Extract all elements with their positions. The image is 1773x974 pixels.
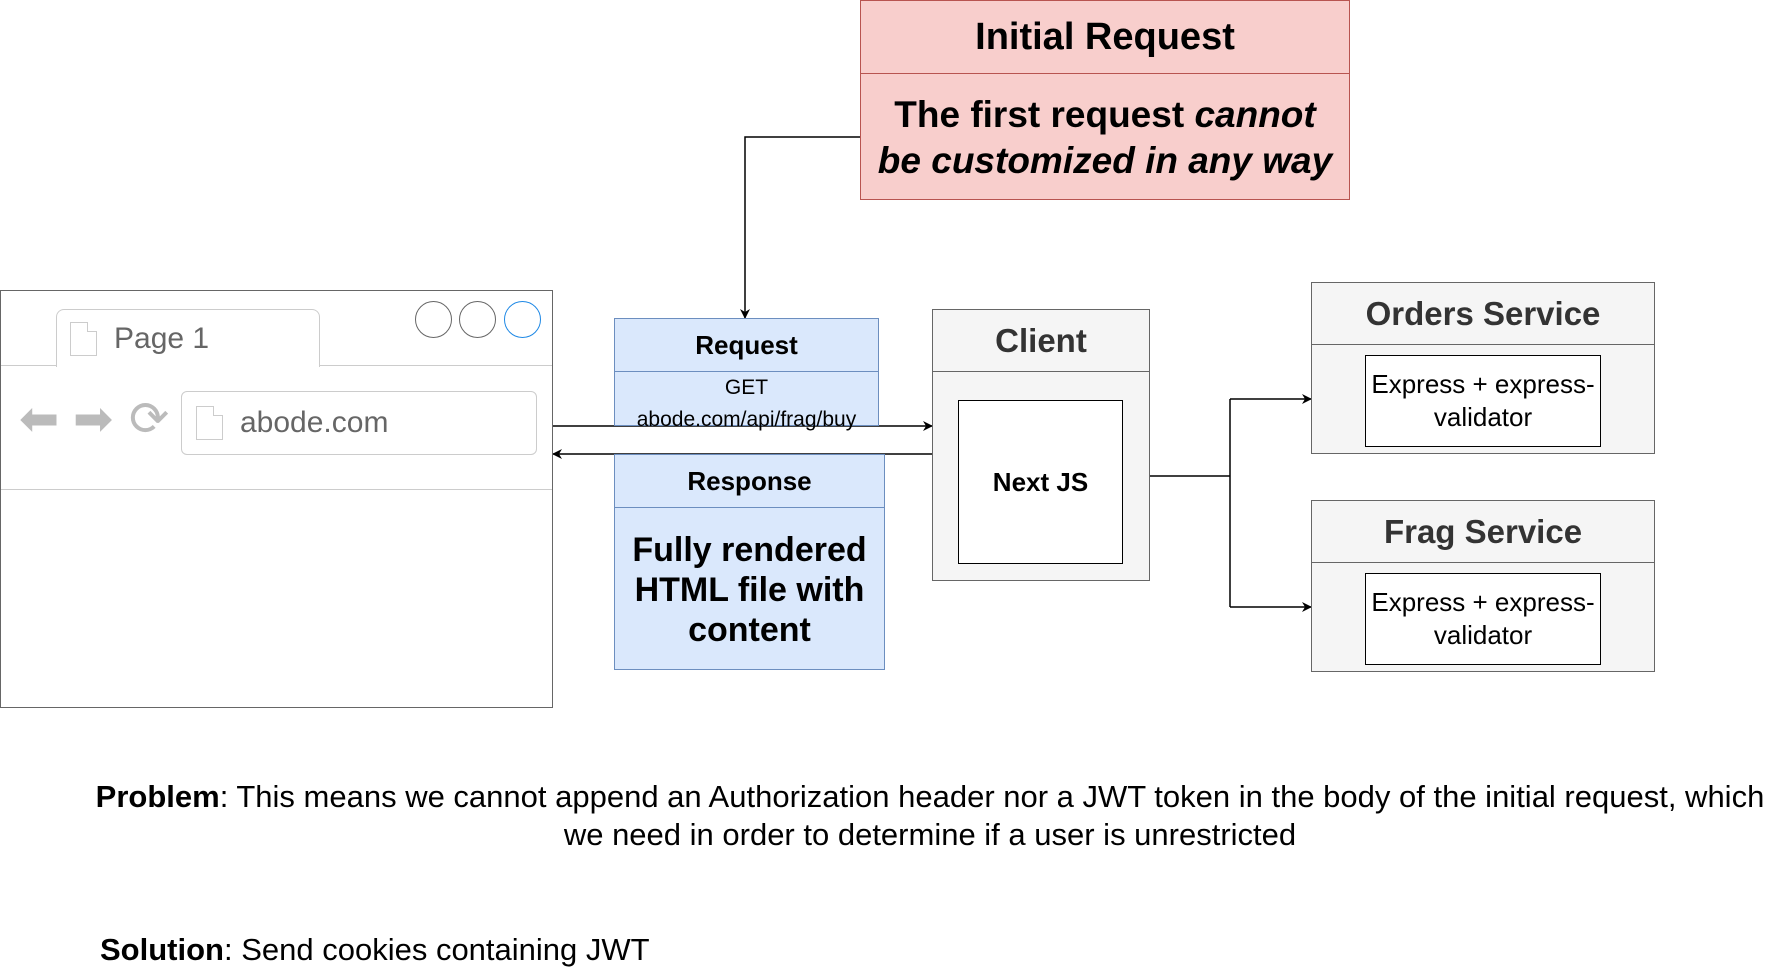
service-title: Orders Service — [1312, 283, 1654, 345]
initial-request-italic-1: cannot — [1194, 93, 1316, 135]
tab-divider — [319, 365, 552, 366]
browser-window: Page 1 ⬅ ➡ ⟳ abode.com — [0, 290, 553, 708]
initial-request-plain: The first request — [894, 93, 1195, 135]
request-body: GET abode.com/api/frag/buy — [615, 372, 878, 431]
initial-request-box: Initial Request The first request cannot… — [860, 0, 1350, 200]
page-icon — [196, 406, 223, 440]
service-title: Frag Service — [1312, 501, 1654, 563]
request-method: GET — [724, 376, 769, 399]
connector-initial-to-request — [740, 136, 860, 319]
initial-request-italic-2: be customized in any way — [877, 139, 1333, 181]
solution-text: : Send cookies containing JWT — [223, 932, 650, 967]
back-arrow-icon[interactable]: ⬅ — [19, 393, 60, 446]
tab-divider — [1, 365, 57, 366]
problem-text: : This means we cannot append an Authori… — [219, 779, 1765, 852]
service-tech: Express + express-validator — [1365, 355, 1601, 447]
problem-label: Problem — [95, 779, 220, 814]
frag-service-box: Frag Service Express + express-validator — [1311, 500, 1655, 672]
window-button-icon[interactable] — [504, 301, 541, 338]
forward-arrow-icon[interactable]: ➡ — [73, 393, 114, 446]
client-title: Client — [933, 310, 1149, 372]
window-button-icon[interactable] — [459, 301, 496, 338]
initial-request-title: Initial Request — [861, 1, 1349, 74]
solution-statement: Solution: Send cookies containing JWT — [100, 932, 650, 968]
client-inner: Next JS — [958, 400, 1123, 564]
browser-separator — [1, 489, 552, 490]
address-bar[interactable]: abode.com — [181, 391, 537, 455]
problem-statement: Problem: This means we cannot append an … — [90, 778, 1770, 854]
initial-request-line-1: The first request cannot — [894, 92, 1315, 138]
initial-request-body: The first request cannot be customized i… — [861, 74, 1349, 201]
response-title: Response — [615, 455, 884, 508]
request-box: Request GET abode.com/api/frag/buy — [614, 318, 879, 431]
browser-tab[interactable]: Page 1 — [56, 309, 320, 367]
service-tech: Express + express-validator — [1365, 573, 1601, 665]
connector-client-trunk — [1150, 399, 1231, 607]
address-text: abode.com — [240, 406, 389, 439]
client-box: Client Next JS — [932, 309, 1150, 581]
response-body: Fully rendered HTML file with content — [632, 530, 867, 649]
orders-service-box: Orders Service Express + express-validat… — [1311, 282, 1655, 454]
initial-request-line-2: be customized in any way — [878, 138, 1332, 184]
tab-label: Page 1 — [114, 322, 210, 355]
request-title: Request — [615, 319, 878, 372]
page-icon — [70, 322, 97, 356]
reload-icon[interactable]: ⟳ — [129, 393, 170, 446]
window-button-icon[interactable] — [415, 301, 452, 338]
request-url: abode.com/api/frag/buy — [636, 408, 857, 431]
response-box: Response Fully rendered HTML file with c… — [614, 454, 885, 670]
solution-label: Solution — [100, 932, 224, 967]
